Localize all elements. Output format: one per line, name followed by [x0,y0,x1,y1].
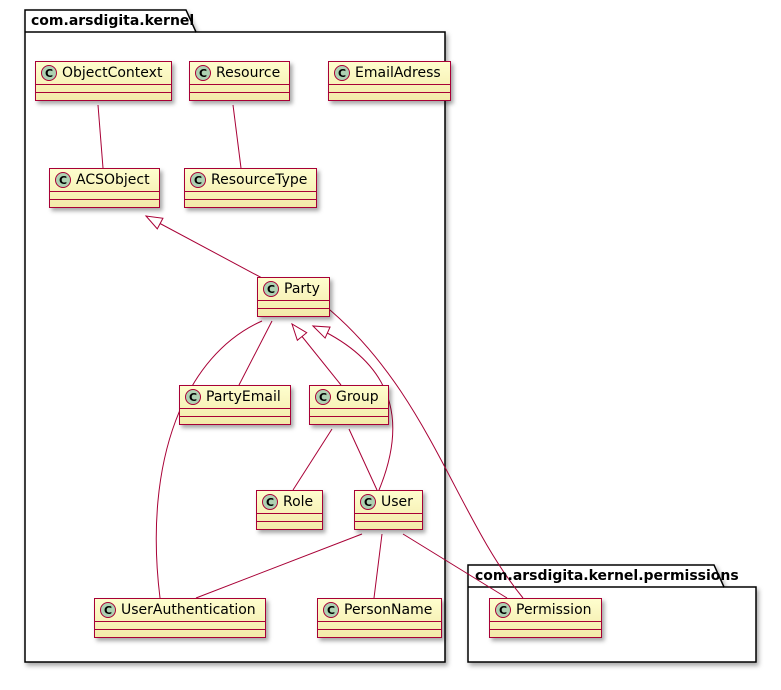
class-name: Permission [516,602,592,618]
edge-objectcontext-acsobject [97,104,104,169]
package-title-permissions: com.arsdigita.kernel.permissions [475,568,739,584]
class-name: ResourceType [211,172,308,188]
class-name: UserAuthentication [121,602,256,618]
class-name: PartyEmail [206,389,281,405]
class-title: C Party [258,278,329,300]
class-icon: C [185,389,201,405]
attributes-compartment [180,408,290,416]
methods-compartment [318,629,442,637]
class-title: C Resource [190,62,289,84]
methods-compartment [36,92,172,100]
class-resource: C Resource [189,61,291,101]
package-title-kernel: com.arsdigita.kernel [31,13,195,29]
class-icon: C [41,65,57,81]
class-icon: C [100,602,116,618]
package-kernel-shape [24,9,446,663]
class-icon: C [323,602,339,618]
edge-party-extends-acsobject [144,215,263,279]
class-title: C User [355,491,422,513]
methods-compartment [185,199,317,207]
attributes-compartment [355,513,422,521]
attributes-compartment [258,300,329,308]
class-title: C EmailAdress [329,62,450,84]
class-role: C Role [256,490,324,530]
class-name: User [381,494,413,510]
class-icon: C [360,494,376,510]
class-party: C Party [257,277,330,317]
class-icon: C [190,172,206,188]
class-icon: C [55,172,71,188]
attributes-compartment [95,621,265,629]
edge-permission-party [323,304,524,599]
class-personname: C PersonName [317,598,443,638]
class-name: ObjectContext [62,65,163,81]
class-name: Role [283,494,314,510]
class-title: C UserAuthentication [95,599,265,621]
attributes-compartment [310,408,388,416]
class-name: Resource [216,65,281,81]
methods-compartment [50,199,159,207]
methods-compartment [95,629,265,637]
class-name: Group [336,389,379,405]
methods-compartment [180,416,290,424]
class-title: C PartyEmail [180,386,290,408]
class-resourcetype: C ResourceType [184,168,318,208]
class-icon: C [262,494,278,510]
attributes-compartment [318,621,442,629]
methods-compartment [355,521,422,529]
class-title: C PersonName [318,599,441,621]
class-icon: C [195,65,211,81]
methods-compartment [257,521,323,529]
class-title: C Group [310,386,388,408]
class-name: ACSObject [76,172,150,188]
edge-user-userauthentication [195,533,363,599]
edge-resource-resourcetype [232,104,242,169]
edges [97,104,524,599]
attributes-compartment [36,84,172,92]
class-title: C Role [257,491,322,513]
methods-compartment [329,92,450,100]
class-name: EmailAdress [355,65,441,81]
class-acsobject: C ACSObject [49,168,160,208]
class-title: C ACSObject [50,169,159,191]
class-user: C User [354,490,423,530]
methods-compartment [190,92,290,100]
class-icon: C [315,389,331,405]
class-objectcontext: C ObjectContext [35,61,173,101]
class-icon: C [334,65,350,81]
class-title: C Permission [490,599,601,621]
attributes-compartment [257,513,323,521]
class-title: C ObjectContext [36,62,171,84]
class-icon: C [263,281,279,297]
class-name: PersonName [344,602,433,618]
class-group: C Group [309,385,389,425]
attributes-compartment [490,621,601,629]
package-shapes [24,9,757,663]
attributes-compartment [190,84,290,92]
class-emailadress: C EmailAdress [328,61,451,101]
edge-party-userauthentication [155,320,263,599]
methods-compartment [258,308,329,316]
class-permission: C Permission [489,598,602,638]
class-partyemail: C PartyEmail [179,385,291,425]
attributes-compartment [329,84,450,92]
attributes-compartment [185,191,317,199]
edge-group-user [348,428,378,491]
edge-party-partyemail [238,320,273,386]
attributes-compartment [50,191,159,199]
methods-compartment [310,416,388,424]
class-title: C ResourceType [185,169,316,191]
methods-compartment [490,629,601,637]
edge-group-extends-party [291,322,342,386]
edge-user-permission [402,533,508,599]
class-icon: C [495,602,511,618]
edge-group-role [292,428,333,491]
class-name: Party [284,281,320,297]
edge-user-personname [373,533,383,599]
class-userauthentication: C UserAuthentication [94,598,266,638]
edge-user-extends-party [311,325,394,491]
